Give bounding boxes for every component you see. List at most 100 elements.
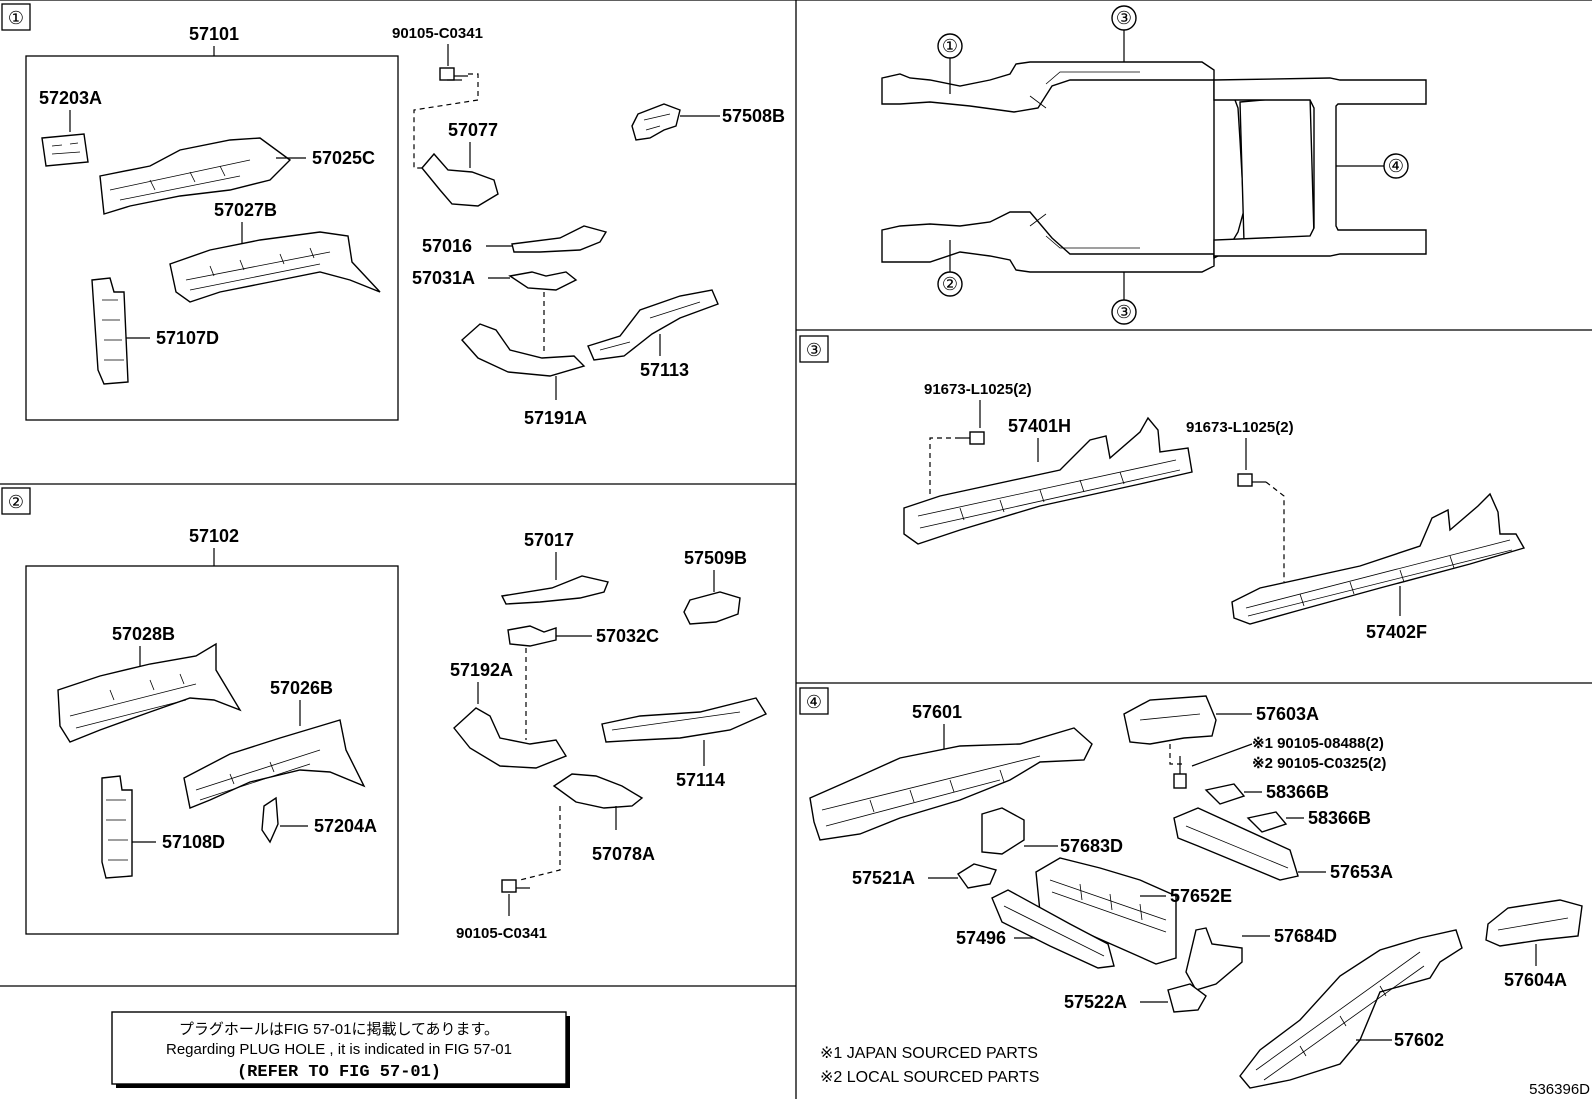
part-57078A[interactable] xyxy=(552,773,644,809)
bolt-90105-C0341[interactable] xyxy=(439,67,468,81)
part-57077[interactable] xyxy=(421,152,499,207)
part-57108D[interactable] xyxy=(101,775,133,879)
note-en: Regarding PLUG HOLE , it is indicated in… xyxy=(166,1041,512,1058)
label-57078A[interactable]: 57078A xyxy=(592,844,655,864)
label-57025C[interactable]: 57025C xyxy=(312,148,375,168)
bolt-91673-L1025-a[interactable] xyxy=(960,431,985,445)
label-90105-08488[interactable]: ※1 90105-08488(2) xyxy=(1252,735,1384,752)
part-57401H[interactable] xyxy=(903,416,1193,545)
plug-hole-note: プラグホールはFIG 57-01に掲載してあります。 Regarding PLU… xyxy=(111,1011,570,1088)
label-58366B-a[interactable]: 58366B xyxy=(1266,782,1329,802)
part-57026B[interactable] xyxy=(183,719,366,809)
part-57017[interactable] xyxy=(500,575,609,605)
part-57016[interactable] xyxy=(511,225,608,253)
section-3-badge-box xyxy=(799,335,829,363)
part-57402F[interactable] xyxy=(1231,492,1526,625)
part-57025C[interactable] xyxy=(99,137,292,215)
label-57102[interactable]: 57102 xyxy=(189,526,239,546)
label-57203A[interactable]: 57203A xyxy=(39,88,102,108)
label-90105-C0341-lower[interactable]: 90105-C0341 xyxy=(456,925,547,942)
section-2: ② 57102 57028B 57026B 57108D 57204A 5701… xyxy=(1,487,768,942)
label-91673-L1025-a[interactable]: 91673-L1025(2) xyxy=(924,381,1032,398)
assembly-57102-box xyxy=(25,565,399,935)
part-57683D[interactable] xyxy=(981,807,1025,855)
part-57032C[interactable] xyxy=(507,625,557,647)
part-57204A[interactable] xyxy=(261,796,279,844)
part-57107D[interactable] xyxy=(91,277,129,385)
part-57602[interactable] xyxy=(1239,929,1463,1089)
label-57031A[interactable]: 57031A xyxy=(412,268,475,288)
label-57653A[interactable]: 57653A xyxy=(1330,862,1393,882)
bolt-90105-C0341-lower[interactable] xyxy=(501,879,530,893)
label-57401H[interactable]: 57401H xyxy=(1008,416,1071,436)
label-57077[interactable]: 57077 xyxy=(448,120,498,140)
label-90105-C0325[interactable]: ※2 90105-C0325(2) xyxy=(1252,755,1386,772)
section-2-badge-box xyxy=(1,487,31,515)
section-1-badge: ① xyxy=(8,8,24,28)
overview-callout-2: ② xyxy=(942,274,958,294)
label-57107D[interactable]: 57107D xyxy=(156,328,219,348)
part-58366B-b[interactable] xyxy=(1246,811,1288,833)
bolt-90105-08488[interactable] xyxy=(1173,756,1187,789)
label-57603A[interactable]: 57603A xyxy=(1256,704,1319,724)
part-57509B[interactable] xyxy=(683,591,741,625)
part-57684D[interactable] xyxy=(1185,927,1243,991)
part-57508B[interactable] xyxy=(631,103,681,141)
part-57604A[interactable] xyxy=(1485,899,1583,947)
part-57191A[interactable] xyxy=(461,323,586,377)
label-57026B[interactable]: 57026B xyxy=(270,678,333,698)
label-57496[interactable]: 57496 xyxy=(956,928,1006,948)
label-57032C[interactable]: 57032C xyxy=(596,626,659,646)
part-57653A[interactable] xyxy=(1173,807,1299,881)
section-4-badge: ④ xyxy=(806,692,822,712)
label-58366B-b[interactable]: 58366B xyxy=(1308,808,1371,828)
section-2-badge: ② xyxy=(8,492,24,512)
label-57683D[interactable]: 57683D xyxy=(1060,836,1123,856)
overview-callout-1: ① xyxy=(942,36,958,56)
part-57031A[interactable] xyxy=(508,271,578,291)
label-57522A[interactable]: 57522A xyxy=(1064,992,1127,1012)
label-57204A[interactable]: 57204A xyxy=(314,816,377,836)
part-57203A[interactable] xyxy=(41,133,89,167)
overview-front-side-upper[interactable] xyxy=(881,61,1215,113)
part-58366B-a[interactable] xyxy=(1204,783,1246,805)
label-57113[interactable]: 57113 xyxy=(640,360,689,380)
label-57108D[interactable]: 57108D xyxy=(162,832,225,852)
part-57028B[interactable] xyxy=(57,642,242,743)
overview-rear-floor[interactable] xyxy=(1239,95,1315,243)
part-57521A[interactable] xyxy=(956,863,997,889)
overview-front-side-lower[interactable] xyxy=(881,211,1215,273)
label-57602[interactable]: 57602 xyxy=(1394,1030,1444,1050)
part-57113[interactable] xyxy=(587,289,719,361)
part-57192A[interactable] xyxy=(453,707,568,769)
label-91673-L1025-b[interactable]: 91673-L1025(2) xyxy=(1186,419,1294,436)
label-57027B[interactable]: 57027B xyxy=(214,200,277,220)
label-57101[interactable]: 57101 xyxy=(189,24,239,44)
bolt-91673-L1025-b[interactable] xyxy=(1237,473,1266,487)
part-57496[interactable] xyxy=(991,889,1115,969)
note-jp: プラグホールはFIG 57-01に掲載してあります。 xyxy=(179,1021,499,1038)
label-57191A[interactable]: 57191A xyxy=(524,408,587,428)
label-57521A[interactable]: 57521A xyxy=(852,868,915,888)
label-57652E[interactable]: 57652E xyxy=(1170,886,1232,906)
label-57114[interactable]: 57114 xyxy=(676,770,725,790)
part-57522A[interactable] xyxy=(1167,983,1207,1013)
label-57509B[interactable]: 57509B xyxy=(684,548,747,568)
label-90105-C0341[interactable]: 90105-C0341 xyxy=(392,25,483,42)
label-57604A[interactable]: 57604A xyxy=(1504,970,1567,990)
label-57016[interactable]: 57016 xyxy=(422,236,472,256)
section-4-badge-box xyxy=(799,687,829,715)
label-57601[interactable]: 57601 xyxy=(912,702,962,722)
part-57027B[interactable] xyxy=(169,231,381,303)
note-refer[interactable]: (REFER TO FIG 57-01) xyxy=(237,1063,441,1082)
label-57508B[interactable]: 57508B xyxy=(722,106,785,126)
label-57684D[interactable]: 57684D xyxy=(1274,926,1337,946)
label-57402F[interactable]: 57402F xyxy=(1366,622,1427,642)
part-57603A[interactable] xyxy=(1123,695,1217,745)
label-57028B[interactable]: 57028B xyxy=(112,624,175,644)
label-57017[interactable]: 57017 xyxy=(524,530,574,550)
overview-rear-frame-upper[interactable] xyxy=(1213,77,1427,257)
label-57192A[interactable]: 57192A xyxy=(450,660,513,680)
